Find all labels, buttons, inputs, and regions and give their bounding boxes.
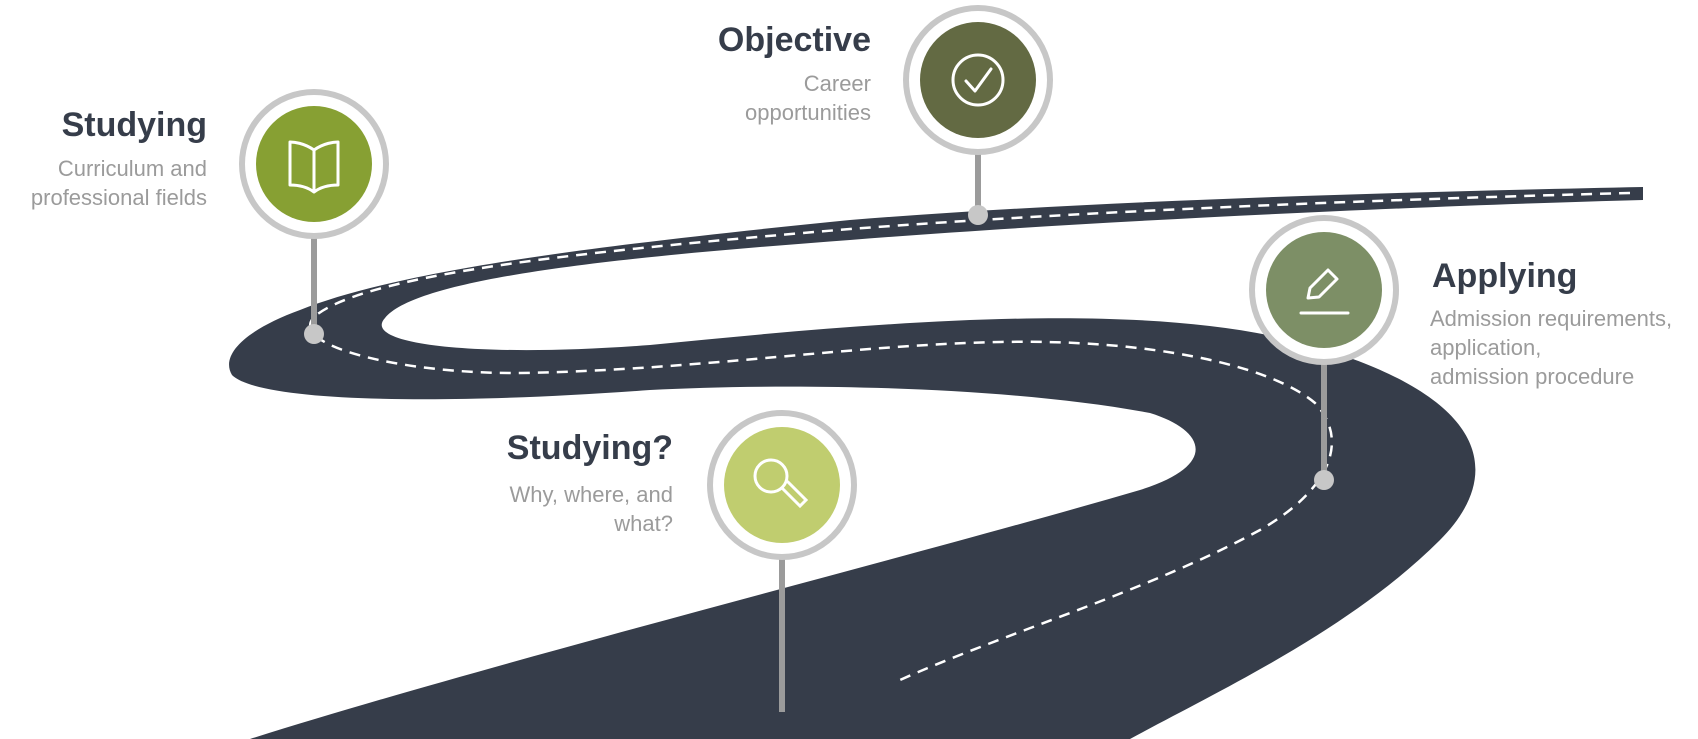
description-line: Admission requirements,	[1430, 306, 1673, 331]
milestone-title: Objective	[717, 21, 871, 59]
milestone-description: Why, where, and what?	[510, 480, 673, 538]
description-line: Why, where, and	[509, 482, 673, 507]
description-line: opportunities	[745, 100, 871, 125]
magnifier-icon	[753, 458, 809, 509]
road	[229, 187, 1643, 739]
description-line: professional fields	[30, 185, 207, 210]
milestone-studying	[239, 89, 389, 344]
milestone-objective	[903, 5, 1053, 225]
pin-dot	[304, 324, 324, 344]
milestone-studying-question	[707, 410, 857, 712]
milestone-title: Studying?	[506, 429, 673, 467]
milestone-applying	[1249, 215, 1399, 490]
pencil-icon	[1299, 268, 1350, 315]
check-circle-icon	[951, 53, 1005, 107]
description-line: Career	[803, 71, 871, 96]
pin-dot	[968, 205, 988, 225]
milestone-title: Studying	[61, 106, 207, 144]
pin-dot	[1314, 470, 1334, 490]
description-line: Curriculum and	[57, 156, 207, 181]
milestone-description: Career opportunities	[745, 69, 871, 127]
description-line: application,	[1430, 335, 1542, 360]
milestone-description: Admission requirements, application, adm…	[1430, 304, 1672, 391]
description-line: what?	[614, 511, 673, 536]
milestone-title: Applying	[1432, 257, 1578, 295]
pin-circle	[724, 427, 840, 543]
description-line: admission procedure	[1430, 364, 1635, 389]
book-icon	[288, 140, 340, 194]
pin-circle	[920, 22, 1036, 138]
lane-marking	[308, 191, 1631, 682]
milestone-description: Curriculum and professional fields	[31, 154, 207, 212]
